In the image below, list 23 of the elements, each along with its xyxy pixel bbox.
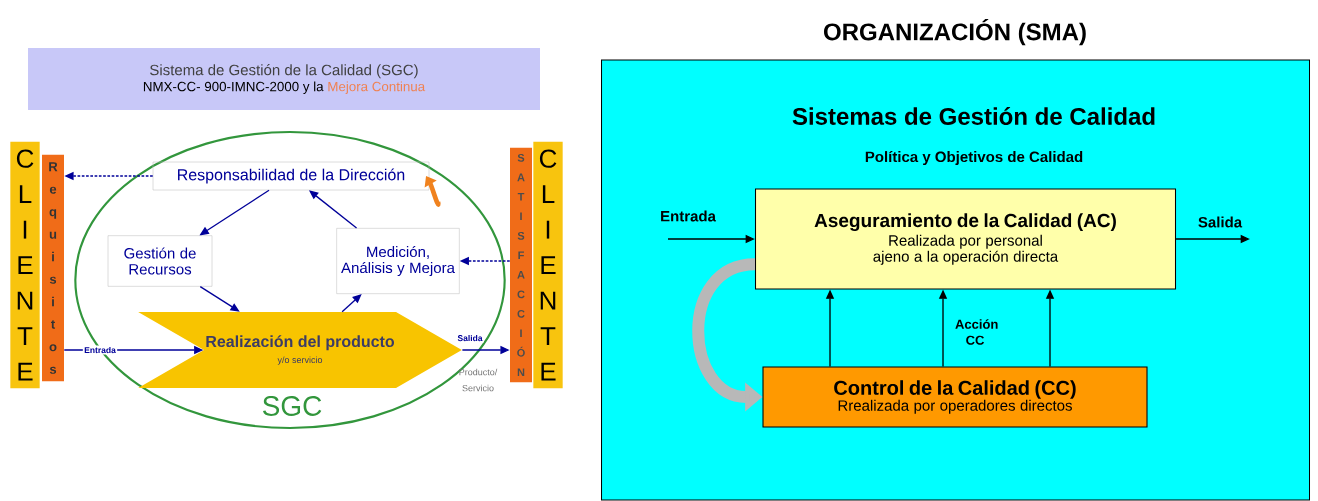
edge-label: Salida [1196,215,1244,229]
edge-label: Salida [456,333,484,343]
vertical-bar: SATISFACCIÓN [510,147,532,383]
edge-label: Entrada [82,345,118,355]
title-banner: Sistema de Gestión de la Calidad (SGC) NMX-CC- 900-IMNC-2000 y la Mejora Continua [28,48,540,110]
edge-label: Entrada [658,209,718,223]
text-box: Medición, Análisis y Mejora [336,228,460,294]
ellipse-label: SGC [262,396,322,416]
caption-text: Producto/ Servicio [459,368,498,392]
panel-heading: Sistemas de Gestión de Calidad [792,107,1155,125]
action-label: Acción CC [955,319,998,345]
vertical-bar: Requisitos [42,154,64,382]
panel-title: ORGANIZACIÓN (SMA) [824,18,1086,46]
vertical-bar: CLIENTE [10,141,40,389]
panel-subheading: Política y Objetivos de Calidad [865,150,1083,166]
vertical-bar: CLIENTE [533,141,563,389]
arrow [341,294,362,313]
text-box: Gestión de Recursos [107,235,213,287]
process-box: Aseguramiento de la Calidad (AC) Realizada por personal ajeno a la operación directa [754,188,1177,290]
arrow [309,190,358,229]
text-box: Responsabilidad de la Dirección [152,161,430,191]
process-box: Control de la Calidad (CC) Rrealizada por operadores directos [762,366,1148,428]
arrow [199,285,240,312]
